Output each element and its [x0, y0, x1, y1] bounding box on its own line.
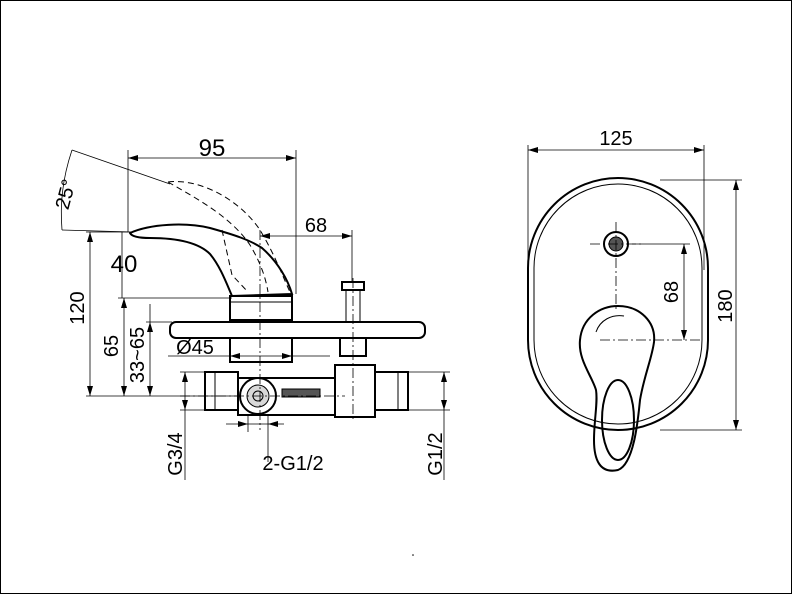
front-view: 125 68 180 — [527, 128, 742, 472]
dim-plate-offset: 68 — [661, 281, 683, 303]
stem-body — [229, 337, 293, 363]
dim-handle-angle: 25° — [52, 177, 81, 212]
dim-inlet-thread: G3/4 — [165, 432, 187, 475]
dim-center-height: 65 — [101, 335, 123, 357]
dim-plate-width: 125 — [599, 128, 632, 150]
dim-plate-height: 180 — [715, 289, 737, 322]
valve-channel — [281, 388, 321, 398]
dim-wall-range: 33~65 — [127, 327, 149, 383]
handle-rotated-outline — [167, 181, 291, 293]
handle-cap — [229, 295, 293, 321]
valve-outlet-right — [374, 371, 409, 411]
valve-inlet-left — [204, 371, 239, 411]
dim-total-height: 120 — [67, 291, 89, 324]
handle-grip-hole — [601, 379, 635, 461]
dim-side-thread: G1/2 — [425, 432, 447, 475]
wall-plate-side — [169, 321, 426, 339]
dim-spout-length: 95 — [199, 135, 226, 162]
wall-plate-front — [527, 177, 709, 431]
lever-handle-front — [578, 304, 656, 472]
dim-handle-height: 40 — [111, 251, 138, 278]
dim-diameter: Ø45 — [176, 337, 214, 359]
dim-handle-offset: 68 — [305, 215, 327, 237]
side-view: 95 25° 68 40 120 65 33~65 — [52, 135, 450, 480]
valve-right-block — [334, 364, 376, 418]
angle-arc — [60, 149, 73, 231]
lever-handle — [128, 223, 294, 298]
dim-outlet-thread: 2-G1/2 — [262, 453, 323, 475]
